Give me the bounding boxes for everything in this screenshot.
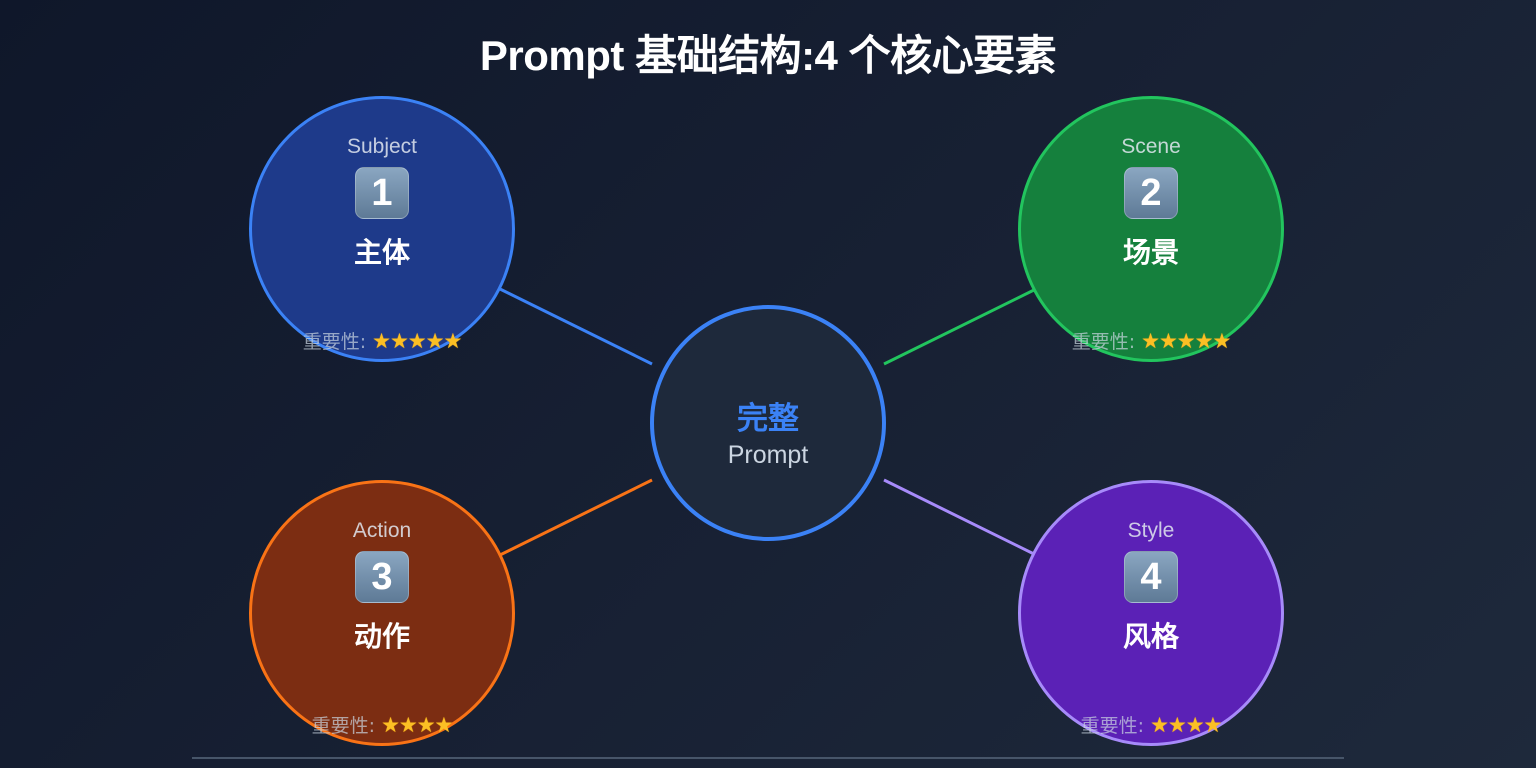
importance-label: 重要性: xyxy=(302,331,367,353)
importance-rating: 重要性: ★★★★★ xyxy=(252,327,512,354)
keycap-3-icon: 3 xyxy=(355,551,409,603)
keycap-2-icon: 2 xyxy=(1124,167,1178,219)
importance-label: 重要性: xyxy=(311,715,376,737)
connector-action xyxy=(499,478,653,557)
center-label-zh: 完整 xyxy=(737,401,799,437)
connector-subject xyxy=(499,287,653,366)
connector-scene xyxy=(883,287,1037,366)
node-scene: Scene 2 场景 重要性: ★★★★★ xyxy=(1018,96,1284,362)
center-label-en: Prompt xyxy=(727,441,809,469)
node-action: Action 3 动作 重要性: ★★★★ xyxy=(249,480,515,746)
star-icon: ★★★★ xyxy=(381,713,453,737)
importance-label: 重要性: xyxy=(1071,331,1136,353)
node-label-en: Subject xyxy=(346,135,418,158)
importance-label: 重要性: xyxy=(1080,715,1145,737)
node-label-en: Scene xyxy=(1121,135,1181,158)
node-label-zh: 场景 xyxy=(1122,236,1179,269)
importance-rating: 重要性: ★★★★ xyxy=(252,711,512,738)
star-icon: ★★★★ xyxy=(1150,713,1222,737)
node-label-en: Action xyxy=(352,519,412,542)
star-icon: ★★★★★ xyxy=(1141,329,1231,353)
node-label-zh: 主体 xyxy=(353,236,410,269)
node-subject: Subject 1 主体 重要性: ★★★★★ xyxy=(249,96,515,362)
importance-rating: 重要性: ★★★★★ xyxy=(1021,327,1281,354)
node-style: Style 4 风格 重要性: ★★★★ xyxy=(1018,480,1284,746)
center-node-complete-prompt: 完整 Prompt xyxy=(650,305,886,541)
importance-rating: 重要性: ★★★★ xyxy=(1021,711,1281,738)
bottom-divider xyxy=(192,757,1344,759)
keycap-1-icon: 1 xyxy=(355,167,409,219)
connector-style xyxy=(883,478,1037,557)
keycap-4-icon: 4 xyxy=(1124,551,1178,603)
diagram-title: Prompt 基础结构:4 个核心要素 xyxy=(479,32,1057,79)
node-label-zh: 动作 xyxy=(353,620,410,653)
node-label-en: Style xyxy=(1127,519,1175,542)
node-label-zh: 风格 xyxy=(1122,620,1179,653)
star-icon: ★★★★★ xyxy=(372,329,462,353)
